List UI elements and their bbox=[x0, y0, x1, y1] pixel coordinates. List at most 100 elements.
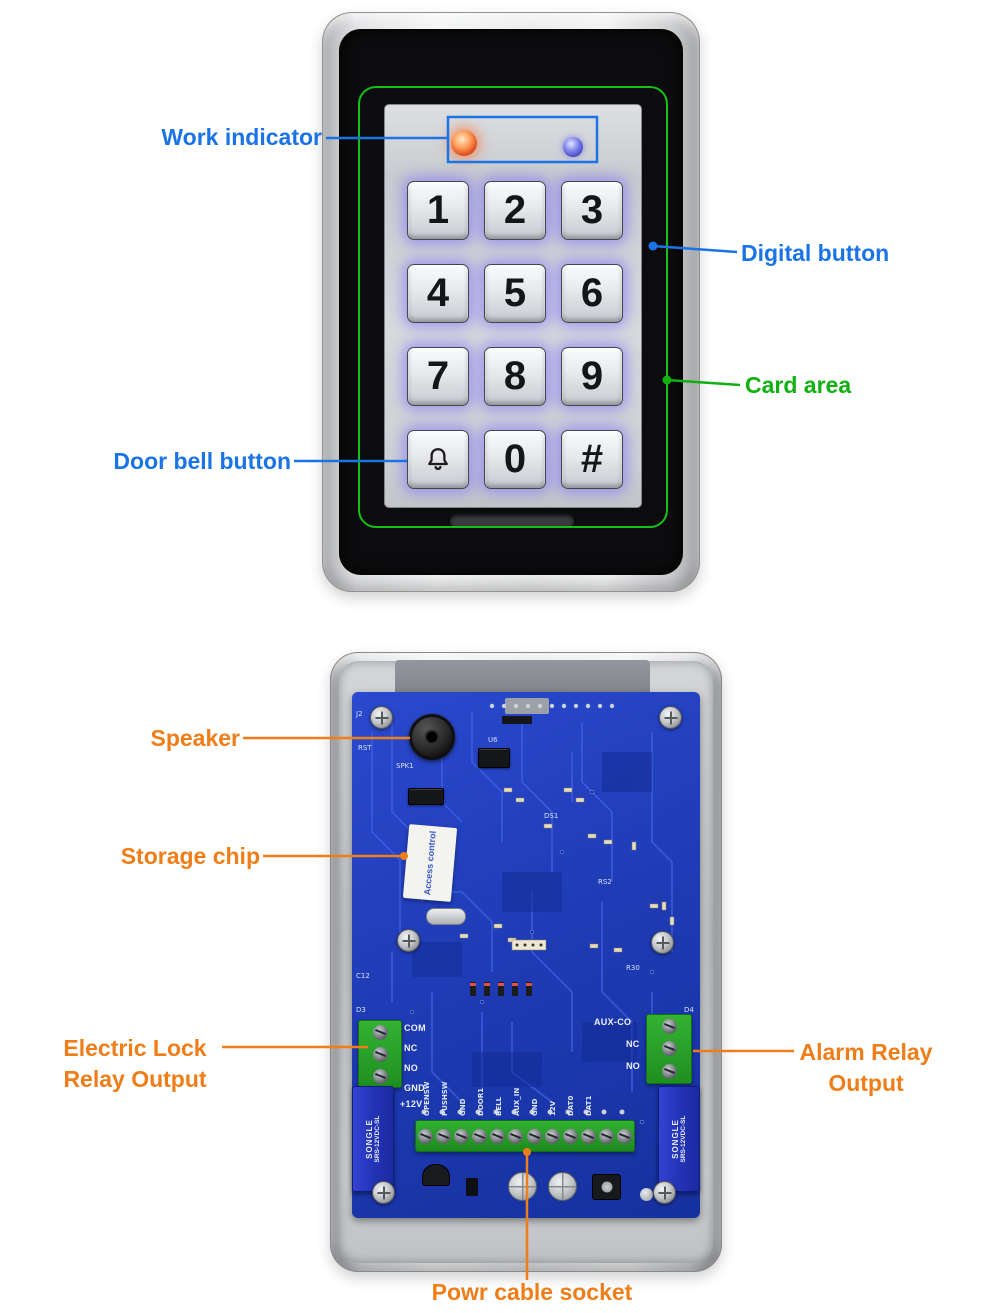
relay-label: SONGLE SRS-12VDC-SL bbox=[671, 1115, 687, 1163]
terminal-label: 12V bbox=[549, 1100, 557, 1116]
terminal-label: DAT0 bbox=[567, 1096, 575, 1116]
speaker-component bbox=[409, 714, 455, 760]
terminal-label-no: NO bbox=[404, 1063, 419, 1073]
ref-label: U6 bbox=[488, 736, 498, 744]
keypad-device: 1 2 3 4 5 6 7 8 9 0 # bbox=[322, 12, 700, 592]
key-1: 1 bbox=[407, 181, 469, 240]
key-7: 7 bbox=[407, 347, 469, 406]
ref-label: RS2 bbox=[598, 878, 612, 886]
label-alarm-relay-output: Alarm Relay Output bbox=[795, 1037, 937, 1099]
terminal-label: BELL bbox=[495, 1096, 503, 1116]
terminal-label-nc: NC bbox=[404, 1043, 418, 1053]
label-door-bell-button: Door bell button bbox=[113, 448, 291, 474]
terminal-screw bbox=[472, 1128, 488, 1144]
terminal-title-auxco: AUX-CO bbox=[594, 1017, 632, 1027]
label-speaker: Speaker bbox=[150, 725, 240, 751]
capacitor-black bbox=[466, 1178, 478, 1196]
label-work-indicator: Work indicator bbox=[161, 124, 322, 150]
card-area-outline bbox=[358, 86, 668, 528]
electrolytic-capacitor bbox=[548, 1172, 577, 1201]
screw bbox=[659, 706, 682, 729]
terminal-screw bbox=[544, 1128, 560, 1144]
terminal-label-nc: NC bbox=[626, 1039, 640, 1049]
terminal-screw bbox=[417, 1128, 433, 1144]
label-power-cable-socket: Powr cable socket bbox=[431, 1279, 633, 1305]
transistor bbox=[422, 1164, 450, 1186]
label-line: Electric Lock bbox=[63, 1035, 207, 1061]
screw bbox=[651, 931, 674, 954]
ic-chip bbox=[478, 748, 510, 768]
ref-label: D3 bbox=[356, 1006, 366, 1014]
label-storage-chip: Storage chip bbox=[120, 843, 260, 869]
ref-label: C12 bbox=[356, 972, 370, 980]
terminal-label: OPENSW bbox=[423, 1081, 431, 1116]
terminal-label-com: COM bbox=[404, 1023, 426, 1033]
key-4: 4 bbox=[407, 264, 469, 323]
terminal-screw bbox=[617, 1128, 633, 1144]
terminal-label: GND bbox=[531, 1098, 539, 1116]
label-line: Alarm Relay bbox=[799, 1039, 933, 1065]
keypad-metal-plate: 1 2 3 4 5 6 7 8 9 0 # bbox=[384, 104, 642, 508]
circuit-board: OPENSW PUSHSW GND DOOR1 BELL AUX_IN GND … bbox=[352, 692, 700, 1218]
key-hash: # bbox=[561, 430, 623, 489]
terminal-screw bbox=[372, 1068, 388, 1084]
key-8: 8 bbox=[484, 347, 546, 406]
keypad-keys: 1 2 3 4 5 6 7 8 9 0 # bbox=[407, 181, 623, 489]
electric-lock-terminal-block bbox=[358, 1020, 402, 1088]
terminal-label: GND bbox=[459, 1098, 467, 1116]
screw bbox=[370, 706, 393, 729]
tact-button bbox=[592, 1174, 621, 1200]
terminal-screw bbox=[435, 1128, 451, 1144]
terminal-label-no: NO bbox=[626, 1061, 641, 1071]
terminal-label-12v: +12V bbox=[400, 1099, 423, 1109]
terminal-label: AUX_IN bbox=[513, 1088, 521, 1116]
power-terminal-strip bbox=[415, 1120, 635, 1152]
terminal-screw bbox=[453, 1128, 469, 1144]
ref-label: R30 bbox=[626, 964, 640, 972]
controller-back-device: OPENSW PUSHSW GND DOOR1 BELL AUX_IN GND … bbox=[330, 652, 722, 1272]
terminal-screw bbox=[661, 1064, 677, 1080]
terminal-screw bbox=[661, 1018, 677, 1034]
label-digital-button: Digital button bbox=[741, 240, 890, 266]
ref-label: J2 bbox=[355, 710, 363, 718]
bottom-slot bbox=[450, 514, 574, 527]
terminal-label: DOOR1 bbox=[477, 1088, 485, 1116]
terminal-screw bbox=[372, 1024, 388, 1040]
terminal-screw bbox=[562, 1128, 578, 1144]
label-card-area: Card area bbox=[745, 372, 852, 398]
key-5: 5 bbox=[484, 264, 546, 323]
ref-label: SPK1 bbox=[396, 762, 414, 770]
storage-chip-component: Access control bbox=[402, 824, 458, 902]
ref-label: DS1 bbox=[544, 812, 558, 820]
terminal-screw bbox=[508, 1128, 524, 1144]
label-electric-lock-relay-output: Electric Lock Relay Output bbox=[50, 1033, 220, 1095]
terminal-screw bbox=[580, 1128, 596, 1144]
key-bell bbox=[407, 430, 469, 489]
screw bbox=[372, 1181, 395, 1204]
terminal-screw bbox=[372, 1046, 388, 1062]
terminal-label: PUSHSW bbox=[441, 1081, 449, 1116]
terminal-screw bbox=[661, 1041, 677, 1057]
ref-label: D4 bbox=[684, 1006, 694, 1014]
key-6: 6 bbox=[561, 264, 623, 323]
chip-label-text: Access control bbox=[422, 830, 438, 896]
alarm-relay-terminal-block bbox=[646, 1014, 692, 1084]
ic-chip bbox=[408, 788, 444, 805]
relay-label: SONGLE SRS-12VDC-SL bbox=[365, 1115, 381, 1163]
screw bbox=[397, 929, 420, 952]
bell-icon bbox=[428, 447, 448, 470]
terminal-label: DAT1 bbox=[585, 1096, 593, 1116]
key-2: 2 bbox=[484, 181, 546, 240]
electric-lock-relay: SONGLE SRS-12VDC-SL bbox=[352, 1086, 394, 1192]
screw bbox=[653, 1181, 676, 1204]
electrolytic-capacitor bbox=[508, 1172, 537, 1201]
key-9: 9 bbox=[561, 347, 623, 406]
small-capacitor bbox=[640, 1188, 653, 1201]
label-line: Relay Output bbox=[63, 1066, 207, 1092]
terminal-label-gnd: GND bbox=[404, 1083, 425, 1093]
label-line: Output bbox=[828, 1070, 904, 1096]
terminal-screw bbox=[490, 1128, 506, 1144]
terminal-screw bbox=[599, 1128, 615, 1144]
crystal-oscillator bbox=[426, 908, 466, 925]
